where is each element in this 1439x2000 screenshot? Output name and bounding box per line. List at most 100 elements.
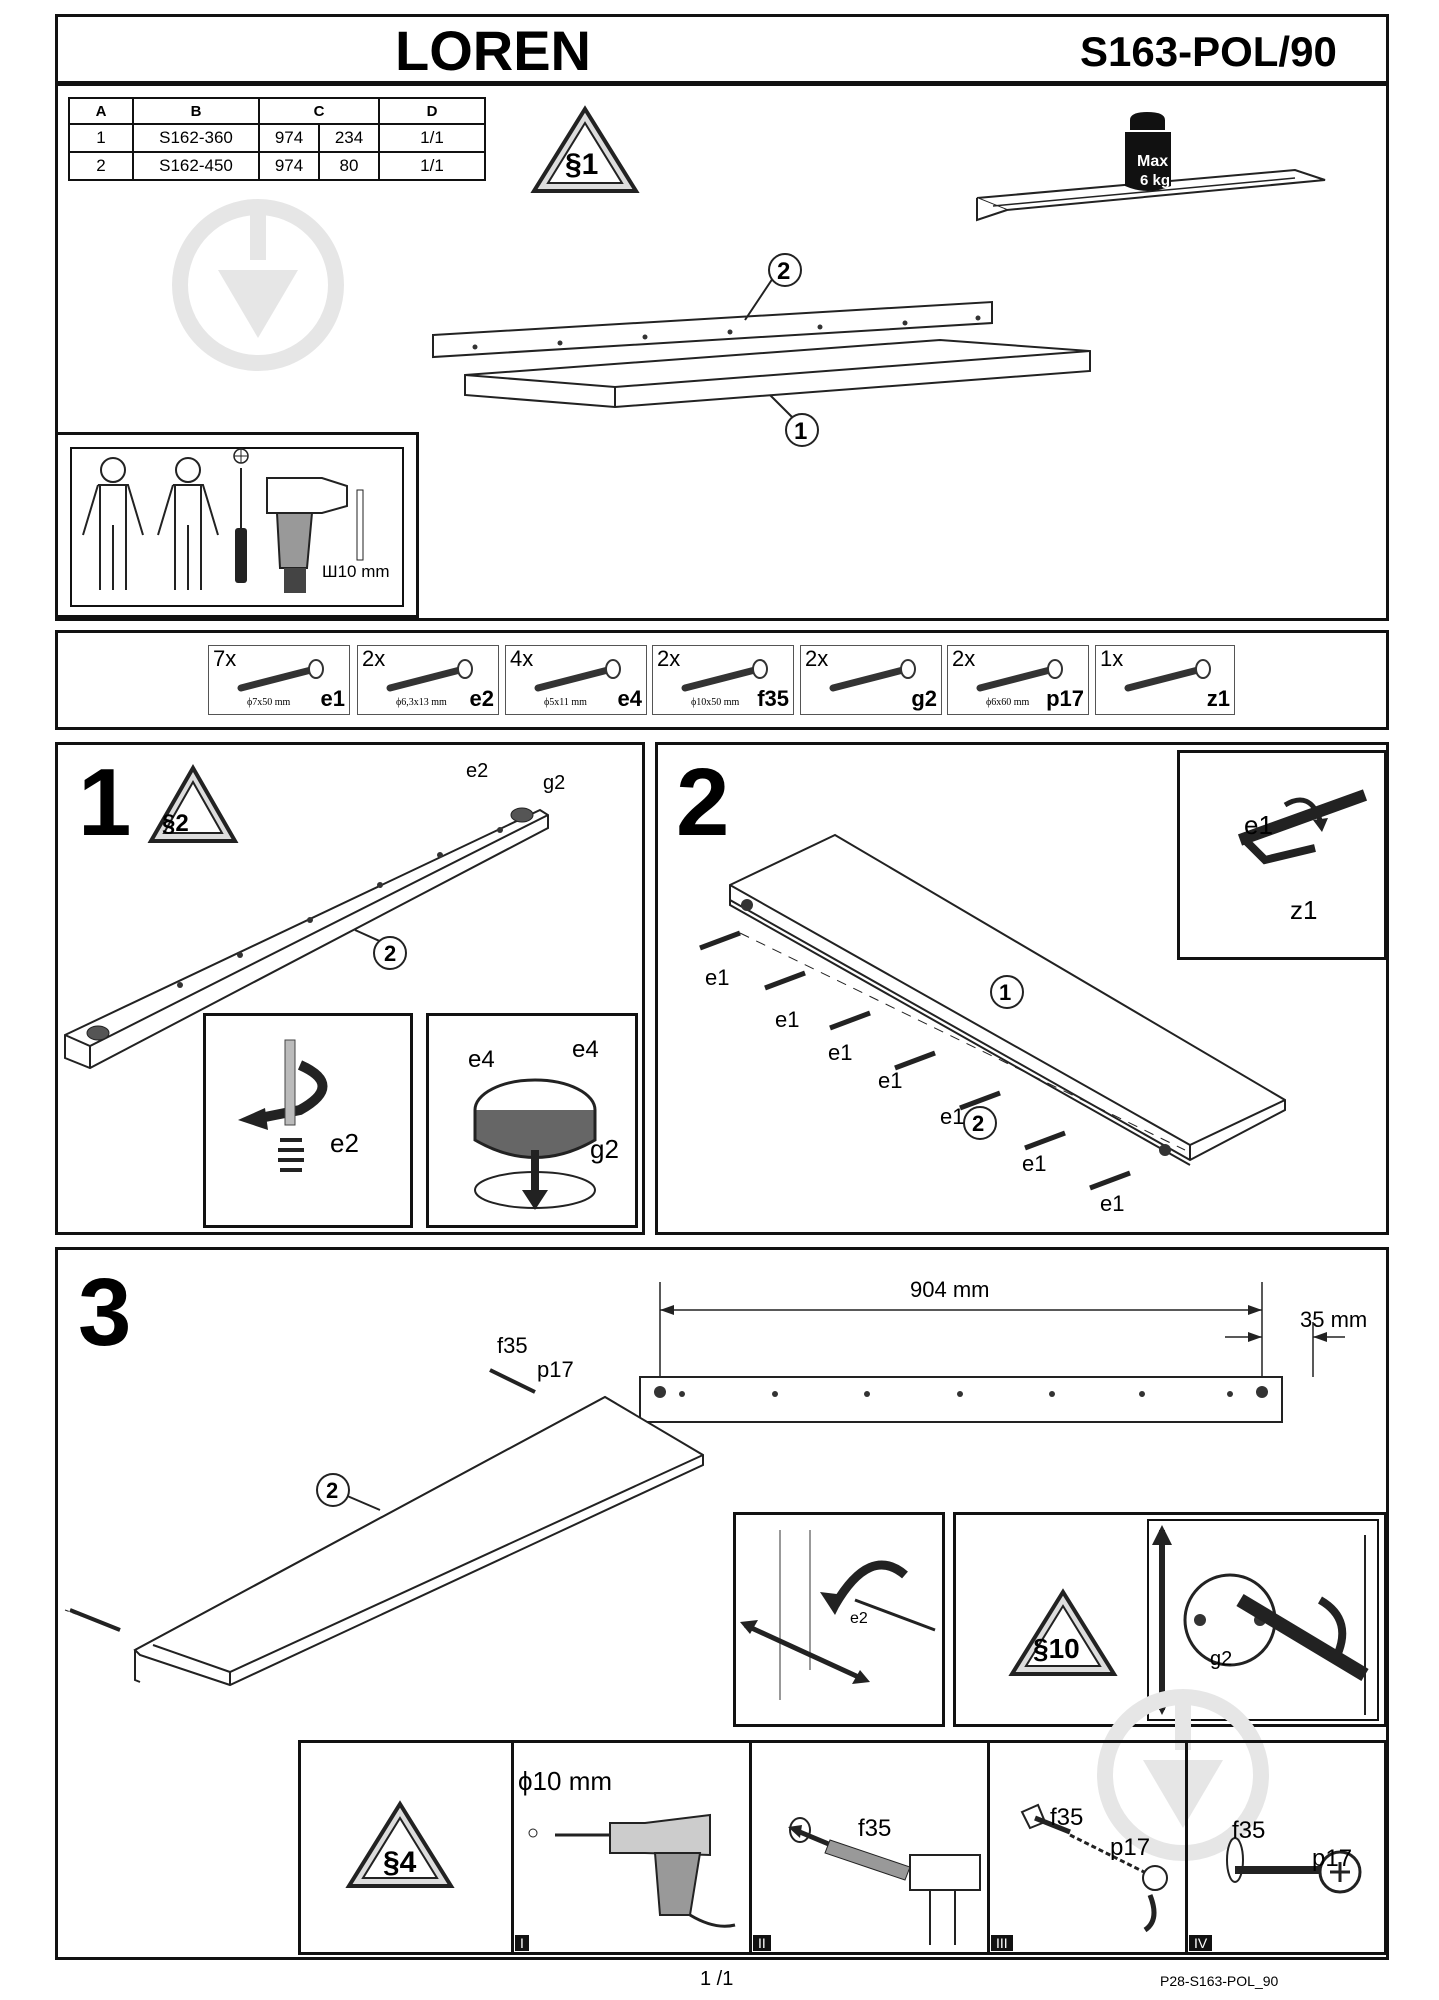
warning-triangle-icon <box>530 105 640 193</box>
page-number: 1 /1 <box>700 1968 734 1990</box>
hardware-size: ϕ5x11 mm <box>544 697 587 708</box>
substep-label-III: III <box>991 1935 1013 1951</box>
anchor-insert-icon <box>788 1817 981 1945</box>
warning-triangle-icon <box>147 763 239 843</box>
hardware-code: g2 <box>911 686 937 711</box>
substep-label-I: I <box>515 1935 529 1951</box>
dimension-drawing <box>639 1282 1345 1423</box>
screwdriver-icon <box>233 448 249 583</box>
label-g2-step3: g2 <box>1210 1648 1233 1670</box>
tools-box <box>55 432 419 618</box>
label-f35-III: f35 <box>1050 1804 1084 1831</box>
step-2-panel <box>655 742 1389 1235</box>
substep-label-IV: IV <box>1189 1935 1213 1951</box>
substep-label-II: II <box>753 1935 771 1951</box>
step-3-number: 3 <box>78 1259 132 1366</box>
step-1-panel <box>55 742 645 1235</box>
table-header-c: C <box>258 97 380 125</box>
overview-panel <box>55 83 1389 621</box>
part-label-1-step2: 1 <box>999 980 1012 1005</box>
hardware-e4-icon <box>534 659 621 692</box>
tools-inner <box>70 447 404 607</box>
hardware-size: ϕ10x50 mm <box>691 697 740 708</box>
step-2-detail-z1 <box>1177 750 1387 960</box>
hardware-code: z1 <box>1206 686 1230 711</box>
step-3-detail-e2 <box>733 1512 945 1727</box>
label-e1-detail: e1 <box>1244 810 1273 840</box>
warning-sec2: §2 <box>162 810 189 837</box>
screw-anchor-icon <box>1020 1803 1168 1933</box>
label-g2: g2 <box>590 1134 619 1164</box>
hardware-code: p17 <box>1046 686 1084 711</box>
warning-sec4: §4 <box>383 1846 417 1879</box>
table-row: 2 S162-450 974 80 1/1 <box>68 151 486 181</box>
part-label-2-step2: 2 <box>972 1111 985 1136</box>
step-1-board <box>64 807 549 1070</box>
table-header-d: D <box>378 97 486 125</box>
hardware-z1-icon <box>1124 659 1211 692</box>
drill-bit-size: Ш10 mm <box>322 562 390 581</box>
label-p17-IV: p17 <box>1312 1845 1353 1872</box>
label-e1-5: e1 <box>940 1104 965 1129</box>
substep-IV <box>1186 1740 1387 1955</box>
drill-bit-icon <box>356 489 364 561</box>
hardware-qty: 7x <box>213 646 237 671</box>
drill-icon <box>528 1813 736 1928</box>
label-e2-step3: e2 <box>850 1610 868 1627</box>
label-e1-4: e1 <box>878 1068 903 1093</box>
warning-sec1: §1 <box>565 148 599 181</box>
hardware-qty: 2x <box>362 646 386 671</box>
hardware-e1-icon <box>237 659 324 692</box>
label-f35: f35 <box>497 1333 528 1358</box>
step-1-detail-e2 <box>203 1013 413 1228</box>
screw-into-wall-icon <box>740 1530 936 1700</box>
warning-triangle-icon <box>1008 1588 1118 1676</box>
screw-rotate-icon <box>238 1039 328 1172</box>
hardware-size: ϕ7x50 mm <box>247 697 291 708</box>
g2-adjust-icon <box>1152 1525 1369 1715</box>
drill-size-label: ϕ10 mm <box>518 1766 613 1796</box>
hardware-qty: 2x <box>952 646 976 671</box>
table-header-b: B <box>132 97 260 125</box>
part-label-2-step1: 2 <box>384 941 397 966</box>
label-e1-7: e1 <box>1100 1191 1125 1216</box>
hardware-item-p17: 2x p17 ϕ6x60 mm <box>947 645 1089 715</box>
label-e4-right: e4 <box>572 1036 599 1063</box>
label-e1-1: e1 <box>705 965 730 990</box>
drill-icon <box>266 477 348 593</box>
label-e4-left: e4 <box>468 1046 495 1073</box>
table-row: 1 S162-360 974 234 1/1 <box>68 123 486 153</box>
part-label-2-step3: 2 <box>326 1478 339 1503</box>
step-2-shelf <box>699 833 1286 1191</box>
step-3-inner-g2 <box>1147 1519 1379 1721</box>
label-e1-6: e1 <box>1022 1151 1047 1176</box>
label-p17: p17 <box>537 1357 574 1382</box>
dimension-main: 904 mm <box>910 1277 990 1302</box>
hardware-e2-icon <box>386 659 473 692</box>
cam-fitting-icon <box>473 1078 597 1210</box>
hardware-code: e2 <box>469 686 494 711</box>
label-f35-II: f35 <box>858 1815 892 1842</box>
hardware-f35-icon <box>681 659 768 692</box>
label-e2: e2 <box>330 1128 359 1158</box>
label-e2-top: e2 <box>466 760 489 782</box>
hardware-g2-icon <box>829 659 916 692</box>
step-3-detail-g2 <box>953 1512 1387 1727</box>
step-3-shelf <box>64 1368 704 1687</box>
label-e1-2: e1 <box>775 1007 800 1032</box>
step-1-number: 1 <box>78 749 132 856</box>
part-label-1: 1 <box>794 418 808 445</box>
dimension-edge: 35 mm <box>1300 1307 1368 1332</box>
table-header-a: A <box>68 97 134 125</box>
warning-triangle-icon <box>345 1800 455 1888</box>
warning-sec10: §10 <box>1033 1633 1080 1664</box>
hardware-size: ϕ6x60 mm <box>986 697 1030 708</box>
step-3-panel <box>55 1247 1389 1960</box>
hardware-qty: 2x <box>657 646 681 671</box>
max-label: Max <box>1137 153 1169 170</box>
label-p17-III: p17 <box>1110 1834 1151 1861</box>
label-e1-3: e1 <box>828 1040 853 1065</box>
allen-key-icon <box>1237 789 1368 865</box>
